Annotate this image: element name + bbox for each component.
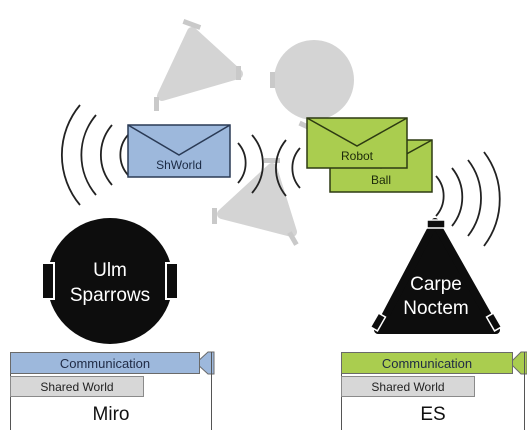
signal-arcs-left [61,104,129,206]
carpe-noctem-robot [369,218,503,334]
shared-world-layer-right: Shared World [341,376,475,397]
gray-triangle-robot-bottom [217,163,297,237]
communication-layer-left: Communication [10,352,200,374]
os-label-left: Miro [92,404,130,425]
ulm-sparrows-label-line1: Ulm [93,260,127,281]
gray-triangle-robot-top [157,27,243,101]
software-stack-left: Communication Shared World Miro [10,352,212,430]
ulm-sparrows-robot [41,218,179,344]
communication-layer-right: Communication [341,352,513,374]
software-stack-right: Communication Shared World ES [341,352,525,430]
envelope-robot-label: Robot [341,149,374,163]
os-label-right: ES [420,404,446,425]
shared-world-layer-left: Shared World [10,376,144,397]
envelope-shworld [127,124,231,178]
signal-arcs-right [275,139,501,247]
ulm-sparrows-label-line2: Sparrows [70,285,150,306]
envelope-robot [306,117,408,169]
envelope-ball-label: Ball [371,173,391,187]
carpe-noctem-label-line2: Noctem [403,298,468,319]
envelope-shworld-label: ShWorld [156,158,202,172]
carpe-noctem-label-line1: Carpe [410,274,462,295]
signal-arcs-left-right [237,134,264,194]
